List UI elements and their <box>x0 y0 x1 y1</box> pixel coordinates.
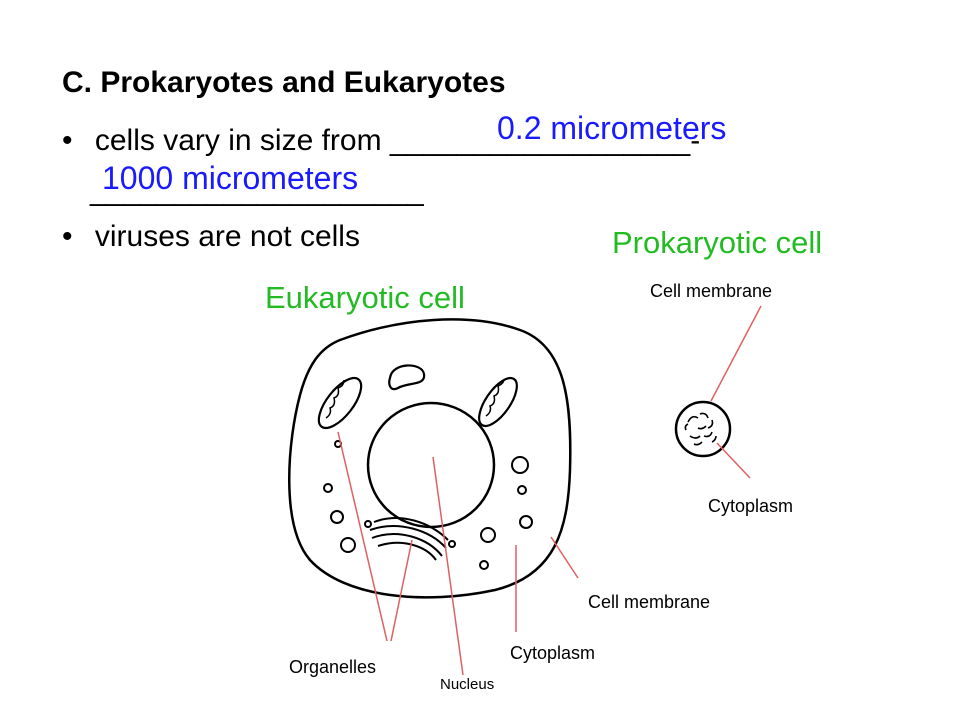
bullet-dot: • <box>62 220 73 253</box>
golgi-apparatus <box>364 517 456 561</box>
mitochondrion-left <box>317 376 363 430</box>
bullet-cell-size: • cells vary in size from ______________… <box>62 124 700 158</box>
answer-max-size: 1000 micrometers <box>102 160 359 196</box>
leader-lines <box>337 305 762 676</box>
vesicles <box>323 440 533 570</box>
eukaryotic-cell-title: Eukaryotic cell <box>265 280 465 315</box>
eukaryotic-label-nucleus: Nucleus <box>440 676 495 693</box>
prokaryotic-label-cell-membrane: Cell membrane <box>650 281 773 301</box>
prokaryotic-cell <box>674 400 732 458</box>
bullet-viruses: • viruses are not cells <box>62 220 360 254</box>
bullet-cell-size-blank: ____________________ <box>90 174 424 207</box>
eukaryotic-label-organelles: Organelles <box>289 657 377 677</box>
answer-min-size: 0.2 micrometers <box>497 110 727 146</box>
mitochondrion-right <box>478 376 518 428</box>
bullet-viruses-text: viruses are not cells <box>94 220 360 253</box>
eukaryotic-label-cytoplasm: Cytoplasm <box>510 643 596 663</box>
vacuole <box>388 364 426 391</box>
eukaryotic-label-cell-membrane: Cell membrane <box>588 592 711 612</box>
slide-heading: C. Prokaryotes and Eukaryotes <box>62 66 506 99</box>
eukaryotic-cell-membrane <box>288 318 572 599</box>
prokaryotic-label-cytoplasm: Cytoplasm <box>708 496 794 516</box>
bullet-cell-size-text: cells vary in size from ________________… <box>94 124 701 157</box>
prokaryotic-cell-title: Prokaryotic cell <box>612 225 823 260</box>
bullet-dot: • <box>62 124 73 157</box>
eukaryotic-nucleus <box>366 401 496 529</box>
